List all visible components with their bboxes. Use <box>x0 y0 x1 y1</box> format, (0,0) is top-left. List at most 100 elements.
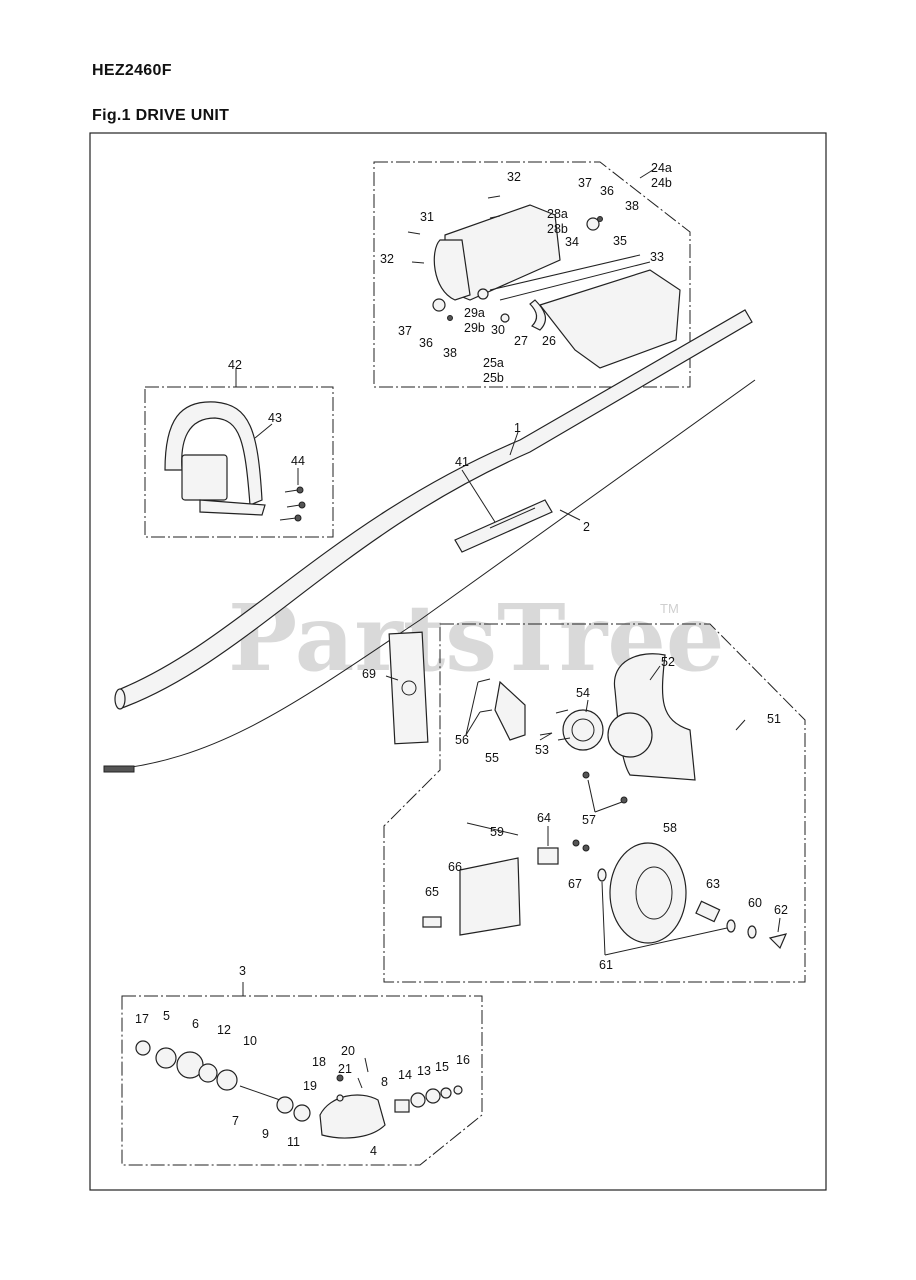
callout-54: 54 <box>576 686 590 700</box>
housing-small-parts <box>407 195 603 331</box>
callout-35: 35 <box>613 234 627 248</box>
callout-19: 19 <box>303 1079 317 1093</box>
callout-29a: 29a <box>464 306 485 320</box>
wheel-bracket <box>537 847 559 865</box>
callout-63: 63 <box>706 877 720 891</box>
callout-18: 18 <box>312 1055 326 1069</box>
figure-title: Fig.1 DRIVE UNIT <box>92 107 230 124</box>
wheel-hub <box>635 866 673 920</box>
callout-42: 42 <box>228 358 242 372</box>
screw-b <box>582 844 590 852</box>
trigger-link <box>489 254 641 291</box>
callout-15: 15 <box>435 1060 449 1074</box>
callout-37-top: 37 <box>578 176 592 190</box>
callout-20: 20 <box>341 1044 355 1058</box>
callout-7: 7 <box>232 1114 239 1128</box>
main-tube <box>117 309 753 709</box>
callout-30: 30 <box>491 323 505 337</box>
callout-38-top: 38 <box>625 199 639 213</box>
edger-blade <box>388 631 429 745</box>
wing-nut <box>768 933 788 950</box>
housing-half-right <box>538 269 681 369</box>
callout-52: 52 <box>661 655 675 669</box>
guard-bracket <box>494 680 526 741</box>
callout-33: 33 <box>650 250 664 264</box>
callout-36-top: 36 <box>600 184 614 198</box>
screw-a <box>572 839 580 847</box>
guard-mount <box>607 712 653 758</box>
callout-61: 61 <box>599 958 613 972</box>
callout-17: 17 <box>135 1012 149 1026</box>
wheel <box>609 842 687 944</box>
group-box-guard-wheel <box>383 623 806 983</box>
group-box-front-handle <box>144 386 334 538</box>
callout-51: 51 <box>767 712 781 726</box>
gear-head-parts <box>135 1040 463 1139</box>
callout-64: 64 <box>537 811 551 825</box>
callout-37-left: 37 <box>398 324 412 338</box>
washer-outer <box>726 919 736 933</box>
callout-69: 69 <box>362 667 376 681</box>
handle-bolts <box>279 486 306 522</box>
callout-8: 8 <box>381 1075 388 1089</box>
callout-56: 56 <box>455 733 469 747</box>
callout-29b: 29b <box>464 321 485 335</box>
callout-1: 1 <box>514 421 521 435</box>
callout-32-top: 32 <box>507 170 521 184</box>
model-number: HEZ2460F <box>92 62 172 79</box>
callout-41: 41 <box>455 455 469 469</box>
callout-57: 57 <box>582 813 596 827</box>
plate-clip <box>422 916 442 928</box>
callout-14: 14 <box>398 1068 412 1082</box>
callout-25b: 25b <box>483 371 504 385</box>
front-handle-loop <box>164 401 263 506</box>
washer <box>747 925 757 939</box>
callout-60: 60 <box>748 896 762 910</box>
callout-2: 2 <box>583 520 590 534</box>
callout-13: 13 <box>417 1064 431 1078</box>
callout-59: 59 <box>490 825 504 839</box>
callout-24b: 24b <box>651 176 672 190</box>
callout-66: 66 <box>448 860 462 874</box>
throttle-cable <box>499 261 651 301</box>
callout-labels: 24a 24b 32 37 36 38 31 28a 28b 34 35 33 … <box>135 161 788 1158</box>
callout-67: 67 <box>568 877 582 891</box>
decal-text-mark <box>489 507 536 529</box>
callout-43: 43 <box>268 411 282 425</box>
callout-34: 34 <box>565 235 579 249</box>
callout-36-left: 36 <box>419 336 433 350</box>
handle-base <box>199 499 266 516</box>
callout-31: 31 <box>420 210 434 224</box>
callout-4: 4 <box>370 1144 377 1158</box>
callout-25a: 25a <box>483 356 504 370</box>
gasket-hole <box>571 718 595 742</box>
callout-24a: 24a <box>651 161 672 175</box>
diagram-frame <box>89 132 827 1191</box>
group-box-gear-head <box>121 995 483 1166</box>
callout-32-left: 32 <box>380 252 394 266</box>
callout-27: 27 <box>514 334 528 348</box>
leader-lines <box>235 167 781 996</box>
wheel-spacer <box>695 900 721 923</box>
guard-screws <box>477 678 628 804</box>
depth-plate <box>459 857 521 936</box>
main-tube-end <box>114 688 126 710</box>
callout-12: 12 <box>217 1023 231 1037</box>
callout-16: 16 <box>456 1053 470 1067</box>
callout-10: 10 <box>243 1034 257 1048</box>
blade-center-hole <box>401 680 417 696</box>
callout-5: 5 <box>163 1009 170 1023</box>
callout-3: 3 <box>239 964 246 978</box>
callout-9: 9 <box>262 1127 269 1141</box>
watermark-tm: TM <box>660 601 679 616</box>
housing-front <box>433 239 471 301</box>
callout-6: 6 <box>192 1017 199 1031</box>
drive-shaft-end <box>103 765 135 773</box>
callout-11: 11 <box>287 1135 300 1149</box>
callout-26: 26 <box>542 334 556 348</box>
axle-bolt <box>466 822 519 836</box>
callout-53: 53 <box>535 743 549 757</box>
callout-28a: 28a <box>547 207 568 221</box>
callout-62: 62 <box>774 903 788 917</box>
washer-inner <box>597 868 607 882</box>
